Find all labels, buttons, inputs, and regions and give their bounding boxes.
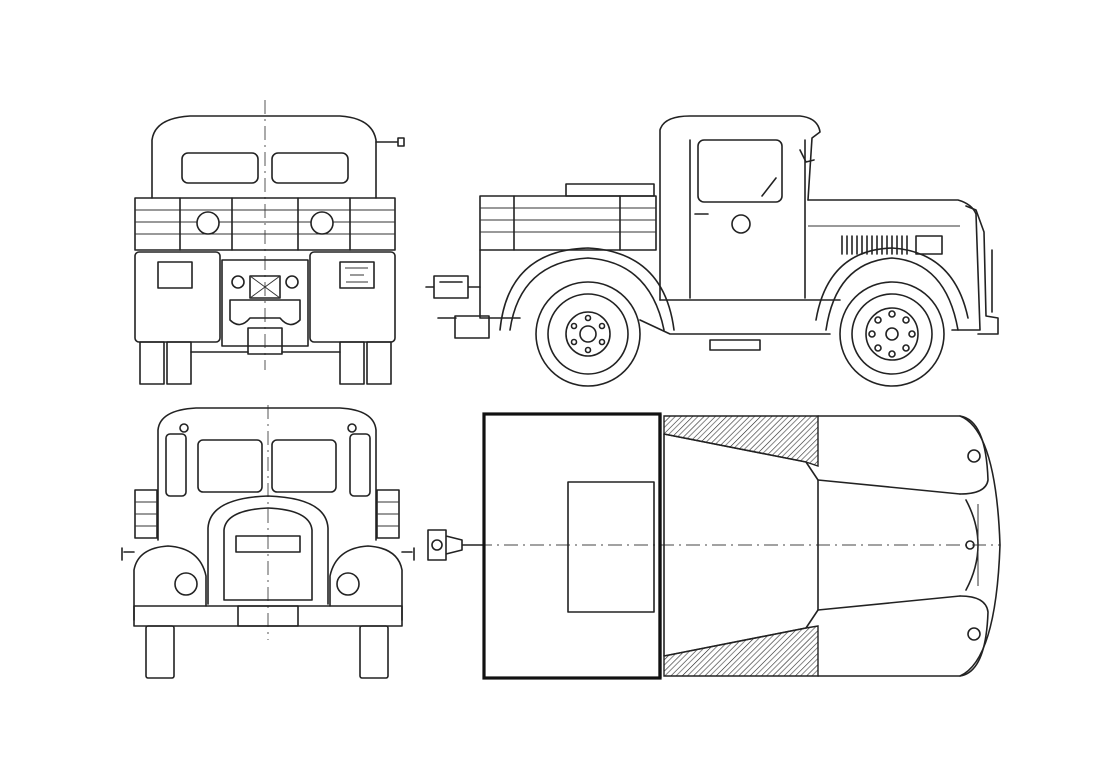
side-hood-louvers: [841, 235, 943, 255]
front-fender-right: [329, 545, 403, 621]
rear-window-left: [181, 152, 259, 184]
top-cargo-box: [482, 412, 662, 680]
side-rear-frame: [479, 249, 521, 319]
top-fender-left: [959, 415, 989, 495]
front-windshield-left: [197, 439, 263, 493]
side-step: [709, 339, 761, 351]
rear-window-right: [271, 152, 349, 184]
front-marker-right-icon: [347, 423, 357, 433]
top-hood-panels: [817, 479, 961, 611]
top-headlight-left-icon: [967, 449, 981, 463]
side-tow-hook: [425, 275, 481, 299]
rear-fender-left: [134, 251, 221, 343]
rear-chassis: [221, 259, 309, 347]
top-tow-hook: [427, 529, 485, 561]
rear-number-plate: [249, 275, 281, 299]
rear-plate-left: [157, 261, 193, 289]
front-wheel-right: [359, 625, 389, 679]
side-radiator-grille: [965, 205, 999, 335]
rear-tow-hitch: [229, 299, 301, 326]
front-marker-left-icon: [179, 423, 189, 433]
rear-fender-right: [309, 251, 396, 343]
front-grille-badge: [235, 535, 301, 553]
top-headlight-right-icon: [967, 627, 981, 641]
top-mesh-upper: [663, 415, 819, 467]
rear-lamp-left-icon: [196, 211, 220, 235]
front-side-window-right: [349, 433, 371, 497]
rear-wheel-left-inner: [166, 341, 192, 385]
rear-cargo-bed: [134, 197, 396, 251]
front-cab-outline: [157, 407, 377, 541]
side-hood: [807, 199, 981, 331]
front-wheel-left: [145, 625, 175, 679]
rear-plate-right: [339, 261, 375, 289]
side-view: [425, 115, 999, 387]
rear-cab-outline: [151, 115, 377, 199]
side-rear-bumper: [454, 315, 490, 339]
front-mirror-right: [401, 547, 415, 561]
rear-view: [134, 100, 405, 385]
top-ornament-icon: [965, 540, 975, 550]
top-hood-outline: [817, 415, 1001, 677]
rear-lamp-right-icon: [310, 211, 334, 235]
rear-wheel-right-outer: [366, 341, 392, 385]
front-windshield-right: [271, 439, 337, 493]
front-headlight-right-icon: [336, 572, 360, 596]
side-cab-window: [697, 139, 783, 203]
front-headlight-left-icon: [174, 572, 198, 596]
side-toolbox: [565, 183, 655, 197]
front-radiator-grille: [223, 507, 313, 601]
front-mirror-left: [121, 547, 135, 561]
side-door-lamp-icon: [731, 214, 751, 234]
front-hood: [207, 495, 329, 605]
side-front-fender: [825, 257, 959, 331]
rear-wheel-right-inner: [339, 341, 365, 385]
front-view: [121, 405, 415, 679]
side-cab-outline: [659, 115, 821, 301]
top-view: [427, 412, 1001, 680]
side-cargo-box: [479, 195, 657, 251]
rear-differential: [247, 327, 283, 355]
side-rear-wheel: [535, 281, 641, 387]
side-mirror: [799, 149, 815, 163]
rear-wheel-left-outer: [139, 341, 165, 385]
front-side-window-left: [165, 433, 187, 497]
side-rear-fender: [509, 257, 665, 331]
exhaust-pipe: [375, 137, 405, 147]
side-front-wheel: [839, 281, 945, 387]
front-fender-left: [133, 545, 207, 621]
top-fender-right: [959, 595, 989, 677]
top-cargo-hatch: [567, 481, 655, 613]
